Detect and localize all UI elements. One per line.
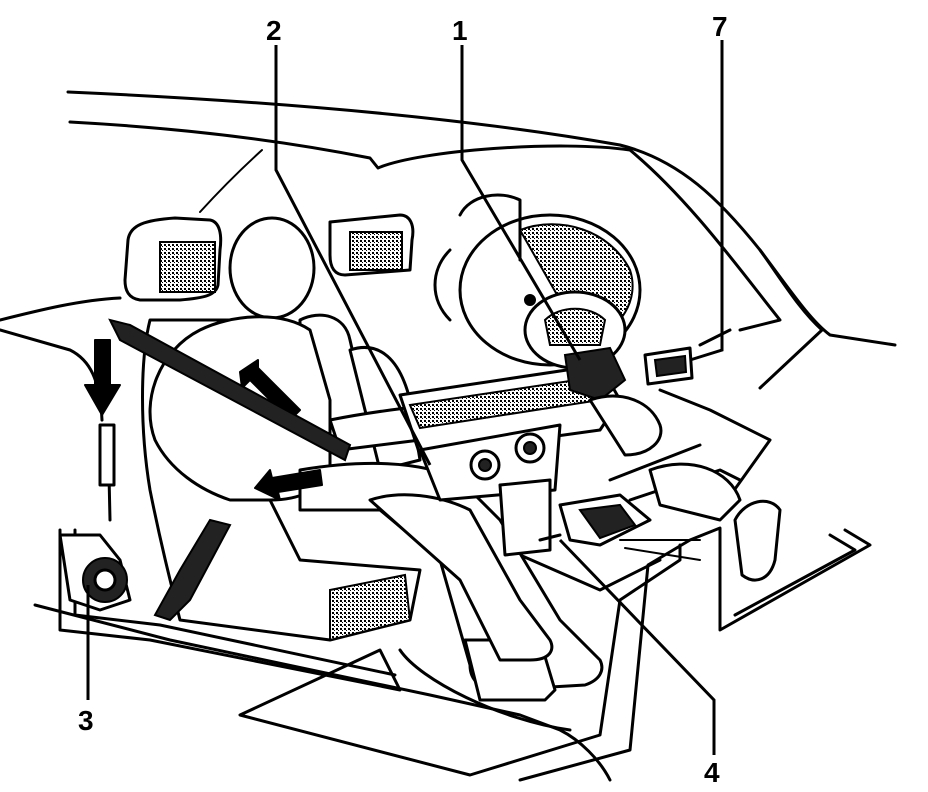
callout-7: 7 — [712, 11, 728, 42]
callout-2: 2 — [266, 15, 282, 46]
dashboard — [398, 346, 694, 557]
steering-wheel-airbag — [433, 193, 642, 370]
seat-belt — [84, 318, 352, 622]
belt-retractor — [58, 533, 132, 612]
callout-leaders — [86, 40, 724, 755]
callout-labels: 1 2 3 4 7 — [78, 11, 728, 788]
callout-1: 1 — [452, 15, 468, 46]
rear-headrest — [123, 213, 415, 302]
leader-2 — [274, 45, 432, 466]
leader-7 — [689, 40, 724, 362]
leader-4 — [558, 538, 716, 755]
control-unit — [538, 462, 782, 582]
leader-1 — [460, 45, 582, 361]
callout-4: 4 — [704, 757, 720, 788]
callout-3: 3 — [78, 705, 94, 736]
car-body-outline — [0, 90, 897, 782]
